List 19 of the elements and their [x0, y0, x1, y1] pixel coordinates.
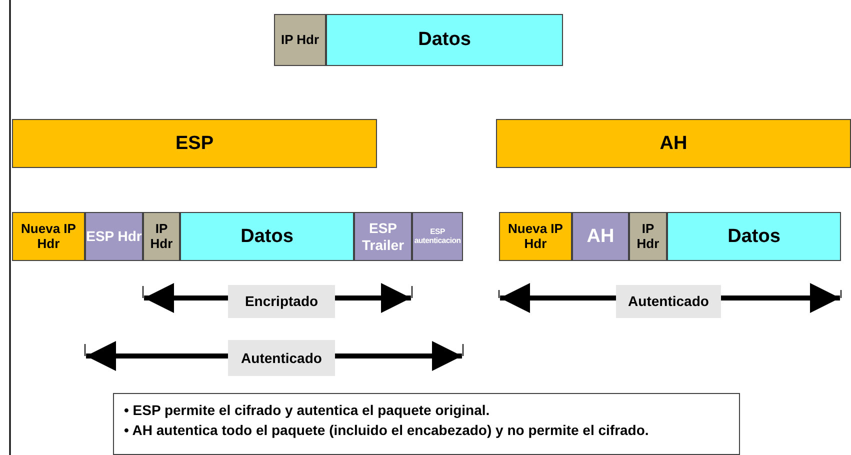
data-field: Datos	[326, 14, 563, 66]
trailer-field: ESP Trailer	[354, 212, 412, 261]
note-box	[113, 393, 740, 455]
data-field: Datos	[667, 212, 841, 261]
header-field: IP Hdr	[629, 212, 667, 261]
data-field: Datos	[180, 212, 354, 261]
bullet-text: • AH autentica todo el paquete (incluido el encabezado) y no permite el cifrado.	[124, 421, 650, 440]
range-label: Autenticado	[228, 340, 335, 376]
header-field: AH	[572, 212, 629, 261]
bullet-text: • ESP permite el cifrado y autentica el paquete original.	[124, 401, 491, 420]
header-field: IP Hdr	[143, 212, 180, 261]
range-label: Autenticado	[616, 285, 721, 318]
header-field: Nueva IP Hdr	[499, 212, 572, 261]
range-label: Encriptado	[228, 285, 335, 318]
protocol-band: ESP	[12, 119, 377, 168]
header-field: IP Hdr	[274, 14, 326, 66]
header-field: ESP Hdr	[85, 212, 143, 261]
header-field: Nueva IP Hdr	[12, 212, 85, 261]
protocol-band: AH	[496, 119, 851, 168]
